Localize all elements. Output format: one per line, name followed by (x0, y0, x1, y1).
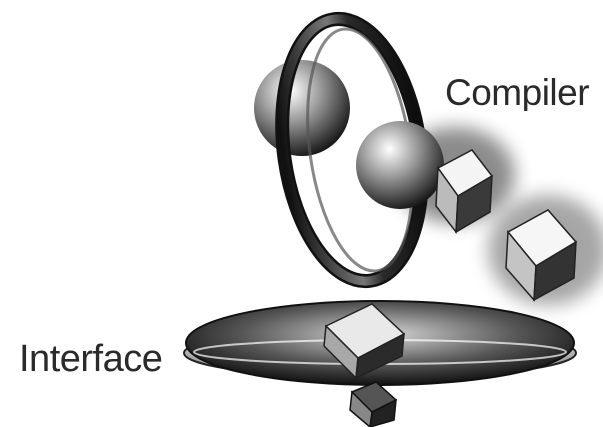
compiler-label: Compiler (445, 74, 603, 111)
interface-label: Interface (19, 340, 162, 378)
sphere-lower (356, 121, 444, 209)
sphere-upper (254, 60, 350, 156)
cube-below (350, 382, 396, 427)
